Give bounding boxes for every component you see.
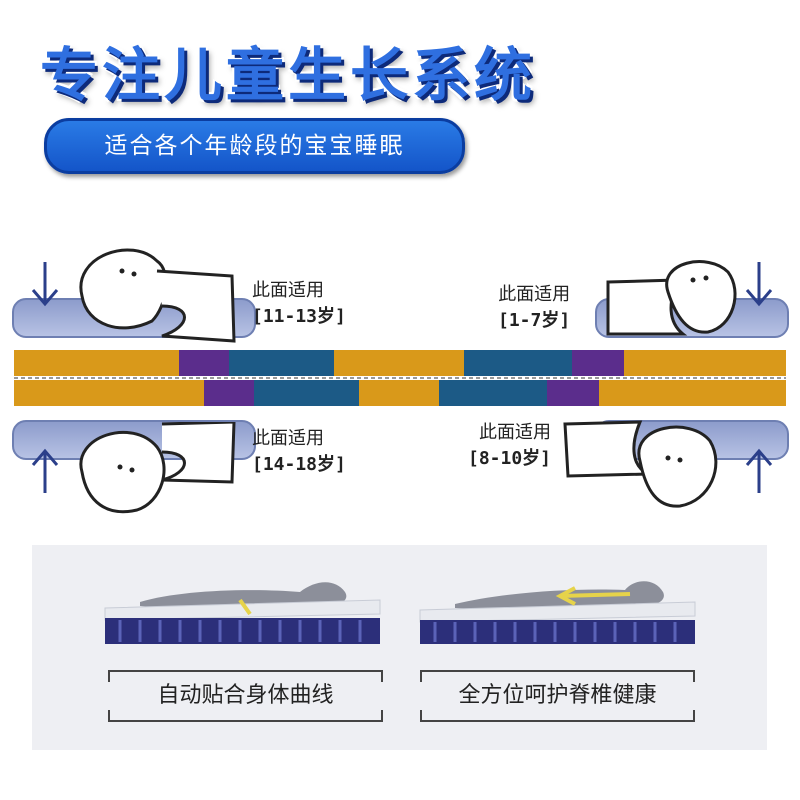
age-label-11-13: 此面适用 [11-13岁] <box>252 280 346 327</box>
child-head-icon <box>79 248 236 343</box>
subtitle-banner: 适合各个年龄段的宝宝睡眠 <box>44 118 465 174</box>
mattress-layers <box>14 350 786 406</box>
arrow-down-icon <box>31 262 59 307</box>
caption-body-contour: 自动贴合身体曲线 <box>108 670 383 722</box>
age-label-1-7: 此面适用 [1-7岁] <box>498 284 571 331</box>
mattress-spine-support-image <box>419 581 696 644</box>
age-label-8-10: 此面适用 [8-10岁] <box>468 422 552 469</box>
child-head-icon <box>79 422 236 514</box>
child-head-icon <box>606 260 737 336</box>
caption-spine-care: 全方位呵护脊椎健康 <box>420 670 695 722</box>
pillow-diagram: 此面适用 [11-13岁] 此面适用 [1-7岁] <box>0 230 800 530</box>
mattress-body-contour-image <box>104 582 381 644</box>
arrow-down-icon <box>745 262 773 307</box>
mattress-comparison-panel <box>32 545 767 750</box>
arrow-up-icon <box>745 448 773 493</box>
page-title: 专注儿童生长系统 <box>40 41 537 109</box>
child-head-icon <box>563 420 718 508</box>
arrow-up-icon <box>31 448 59 493</box>
age-label-14-18: 此面适用 [14-18岁] <box>252 428 346 475</box>
